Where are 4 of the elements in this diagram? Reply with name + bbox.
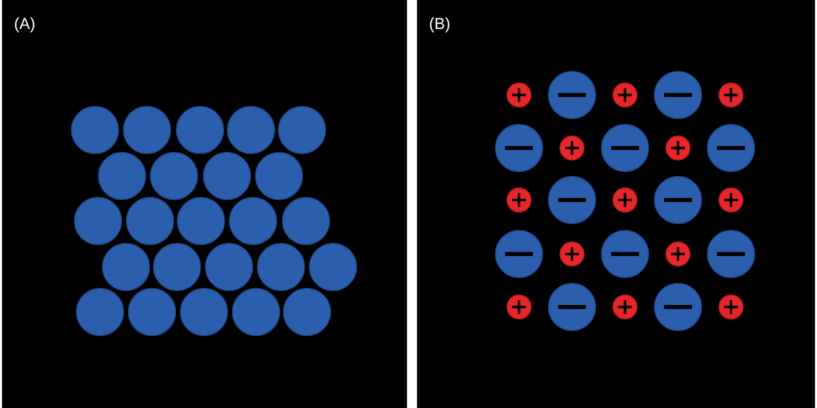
panel	[2, 0, 407, 408]
panel	[417, 0, 815, 408]
panel-label: (A)	[14, 17, 36, 33]
panel-label: (B)	[429, 17, 450, 33]
